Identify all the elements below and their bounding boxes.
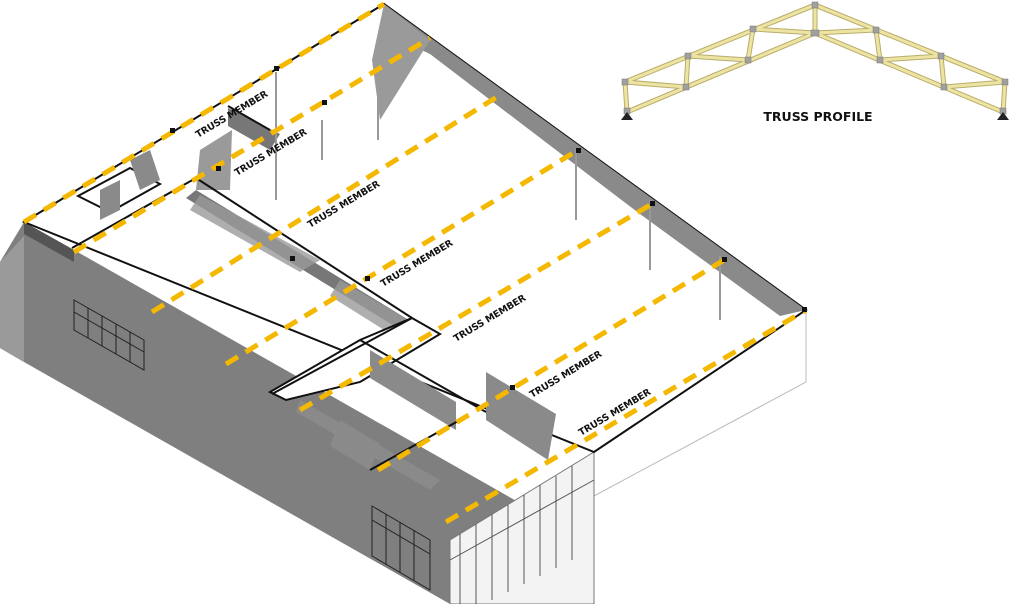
left-exterior-wall [0, 222, 594, 604]
truss-profile-title: TRUSS PROFILE [763, 109, 872, 124]
truss-profile-inset: TRUSS PROFILE [621, 1, 1009, 124]
truss-line-1 [22, 1, 386, 225]
truss-line-7 [444, 307, 808, 525]
interior-walls [71, 4, 806, 490]
truss-line-2 [72, 35, 432, 255]
storefront-glazing [449, 451, 595, 604]
right-wall-shadow [384, 4, 806, 316]
left-support-icon [621, 112, 633, 120]
left-windows [73, 299, 431, 591]
right-support-icon [997, 112, 1009, 120]
truss-members [22, 1, 808, 525]
building-exterior [0, 222, 807, 604]
